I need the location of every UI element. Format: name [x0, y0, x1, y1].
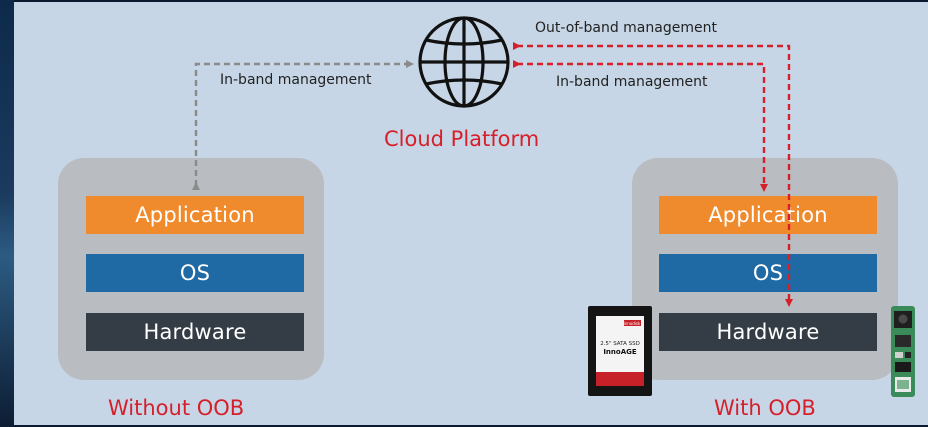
ssd-line2-text: InnoAGE — [603, 348, 637, 356]
without-oob-hardware-layer: Hardware — [86, 313, 304, 351]
out-of-band-arrow — [513, 42, 793, 307]
without-oob-os-layer: OS — [86, 254, 304, 292]
globe-icon — [418, 16, 510, 108]
out-of-band-management-label: Out-of-band management — [535, 20, 717, 36]
ssd-line1-text: 2.5" SATA SSD — [600, 341, 640, 347]
with-oob-caption: With OOB — [714, 396, 816, 420]
without-oob-application-layer: Application — [86, 196, 304, 234]
ssd-brand-text: innodisk — [624, 321, 641, 326]
in-band-arrow-left — [192, 60, 414, 190]
background-edge-strip — [0, 0, 14, 427]
with-oob-hardware-layer: Hardware — [659, 313, 877, 351]
oob-module-board-icon — [891, 306, 915, 397]
without-oob-caption: Without OOB — [108, 396, 245, 420]
ssd-drive-icon: innodisk 2.5" SATA SSD InnoAGE — [588, 306, 652, 396]
in-band-arrow-right — [513, 60, 768, 192]
